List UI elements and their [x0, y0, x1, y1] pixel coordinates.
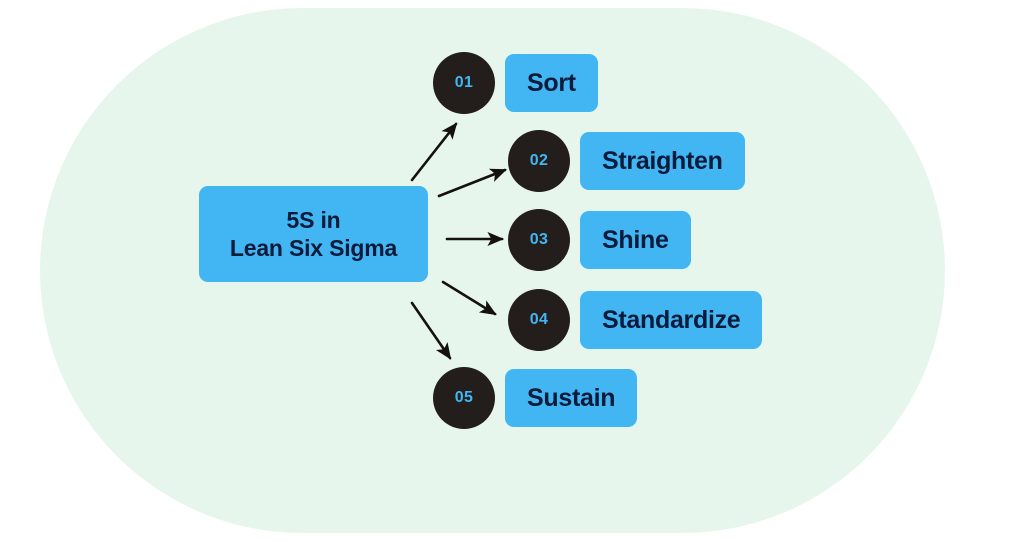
backdrop-stadium-shape: [40, 8, 945, 533]
step-label-04: Standardize: [580, 291, 763, 349]
step-label-03: Shine: [580, 211, 691, 269]
step-row-04: 04 Standardize: [508, 289, 763, 351]
step-row-02: 02 Straighten: [508, 130, 745, 192]
step-row-05: 05 Sustain: [433, 367, 638, 429]
step-label-01: Sort: [505, 54, 598, 112]
step-row-03: 03 Shine: [508, 209, 691, 271]
step-number-badge-01: 01: [433, 52, 495, 114]
step-number-badge-03: 03: [508, 209, 570, 271]
step-number-badge-02: 02: [508, 130, 570, 192]
center-node-line2: Lean Six Sigma: [229, 235, 398, 261]
center-node: 5S in Lean Six Sigma: [199, 186, 428, 282]
center-node-line1: 5S in: [286, 206, 341, 233]
step-label-05: Sustain: [505, 369, 638, 427]
step-row-01: 01 Sort: [433, 52, 598, 114]
step-number-badge-04: 04: [508, 289, 570, 351]
step-number-badge-05: 05: [433, 367, 495, 429]
step-label-02: Straighten: [580, 132, 745, 190]
